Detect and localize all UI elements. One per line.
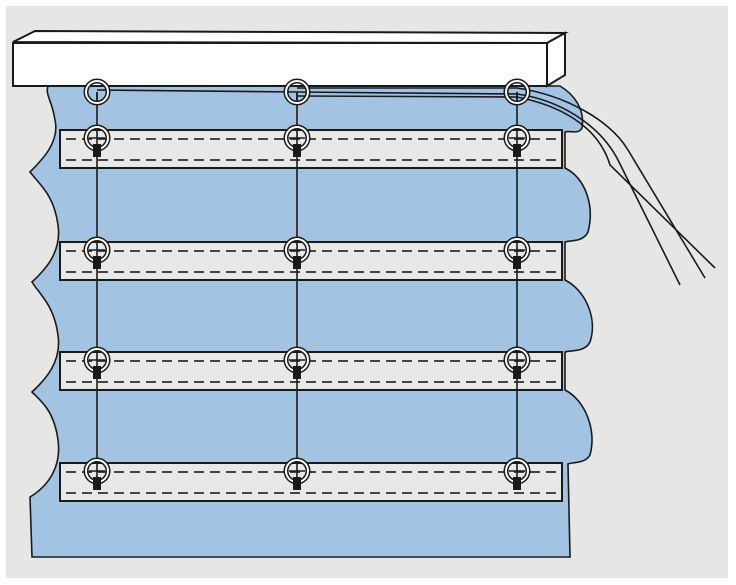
cord-anchor xyxy=(93,477,101,490)
ring-icon xyxy=(85,80,109,104)
cord-anchor xyxy=(93,366,101,379)
cord-anchor xyxy=(513,477,521,490)
pull-cord xyxy=(297,87,706,279)
cord-anchor xyxy=(293,144,301,157)
cord-anchor xyxy=(513,366,521,379)
batten-pocket xyxy=(59,351,563,391)
ring-icon xyxy=(285,80,309,104)
ring-icon xyxy=(505,80,529,104)
batten-pocket xyxy=(59,462,563,502)
headrail-top xyxy=(12,29,569,45)
batten-pocket xyxy=(59,129,563,169)
cord-anchor xyxy=(293,256,301,269)
cord-anchor xyxy=(93,256,101,269)
blind-fabric xyxy=(28,85,594,558)
batten-pocket xyxy=(59,241,563,281)
cord-anchor xyxy=(513,256,521,269)
headrail-front xyxy=(12,42,548,87)
cord-anchor xyxy=(513,144,521,157)
cord-anchor xyxy=(293,366,301,379)
cord-anchor xyxy=(93,144,101,157)
cord-anchor xyxy=(293,477,301,490)
